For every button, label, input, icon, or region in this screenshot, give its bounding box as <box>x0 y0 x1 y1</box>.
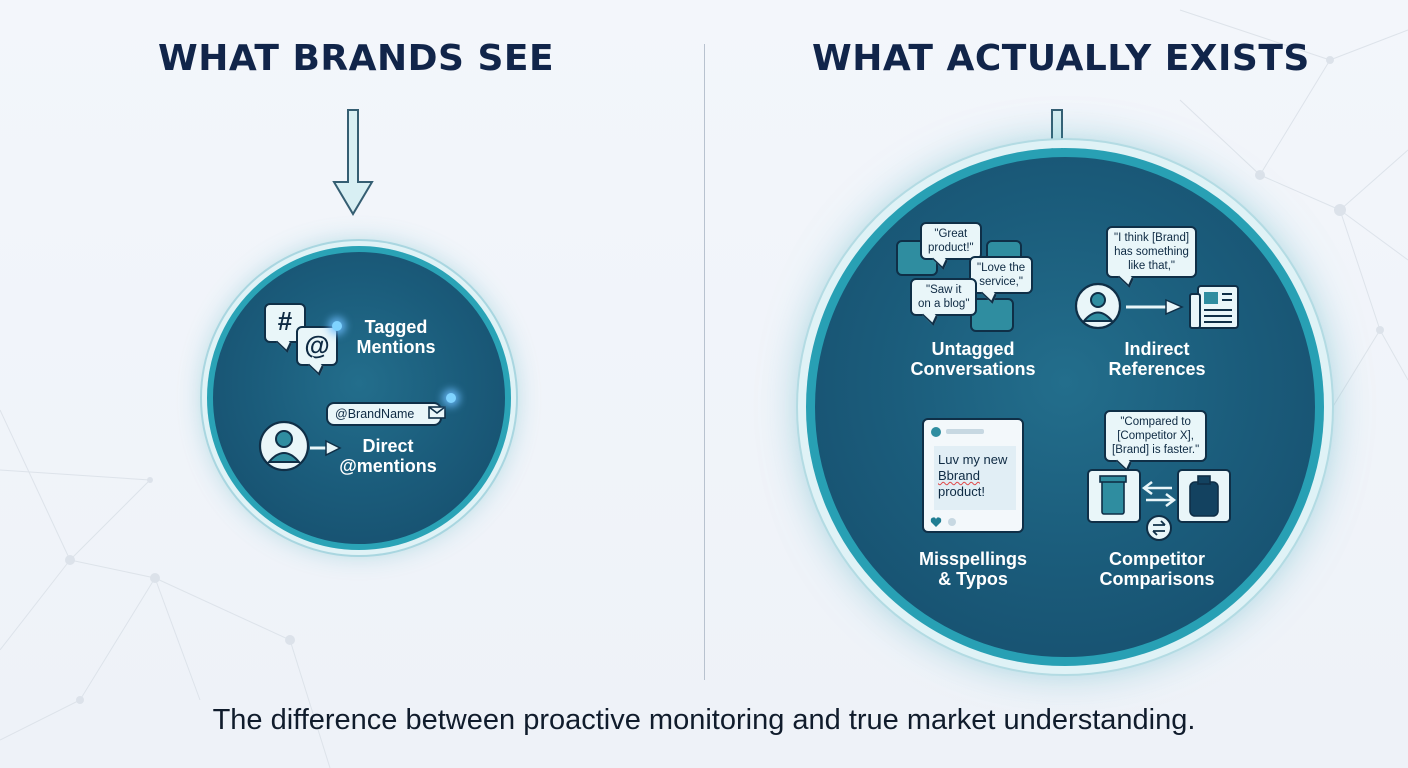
brand-handle-pill: @BrandName <box>326 402 443 426</box>
competitor-comparisons-label: Competitor Comparisons <box>1099 549 1215 589</box>
misspellings-typos-label: Misspellings & Typos <box>918 549 1028 589</box>
indirect-references-label: Indirect References <box>1108 339 1206 379</box>
social-post-card: Luv my new Bbrand product! <box>922 418 1024 533</box>
envelope-icon <box>428 406 446 419</box>
at-sign-bubble-icon: @ <box>296 326 338 366</box>
quote-bubble-competitor: "Compared to [Competitor X], [Brand] is … <box>1104 410 1208 462</box>
user-to-article-icon <box>1074 282 1239 330</box>
brands-see-circle <box>207 246 511 550</box>
user-avatar-icon <box>258 420 342 472</box>
post-header-icon <box>931 427 984 437</box>
notification-glow-icon <box>332 321 342 331</box>
hashtag-bubble-icon: # <box>264 303 306 343</box>
hashtag-glyph: # <box>277 306 293 336</box>
bottom-caption: The difference between proactive monitor… <box>212 704 1196 736</box>
at-glyph: @ <box>304 330 330 360</box>
heading-what-actually-exists: WHAT ACTUALLY EXISTS <box>812 38 1310 79</box>
post-text: Luv my new Bbrand product! <box>934 446 1016 510</box>
actually-exists-circle <box>806 148 1324 666</box>
quote-bubble-saw-blog: "Saw it on a blog" <box>910 278 978 316</box>
quote-bubble-love-service: "Love the service," <box>969 256 1034 294</box>
quote-bubble-indirect: "I think [Brand] has something like that… <box>1106 226 1198 278</box>
quote-bubble-great-product: "Great product!" <box>920 222 982 260</box>
center-divider <box>704 44 705 680</box>
direct-mentions-label: Direct @mentions <box>339 436 437 476</box>
arrow-down-icon-left <box>332 109 374 216</box>
heading-what-brands-see: WHAT BRANDS SEE <box>158 38 555 79</box>
tagged-mentions-label: Tagged Mentions <box>356 317 436 357</box>
untagged-conversations-label: Untagged Conversations <box>910 339 1036 379</box>
heart-icon <box>930 517 956 527</box>
notification-glow-icon <box>446 393 456 403</box>
product-comparison-icon <box>1087 469 1231 541</box>
